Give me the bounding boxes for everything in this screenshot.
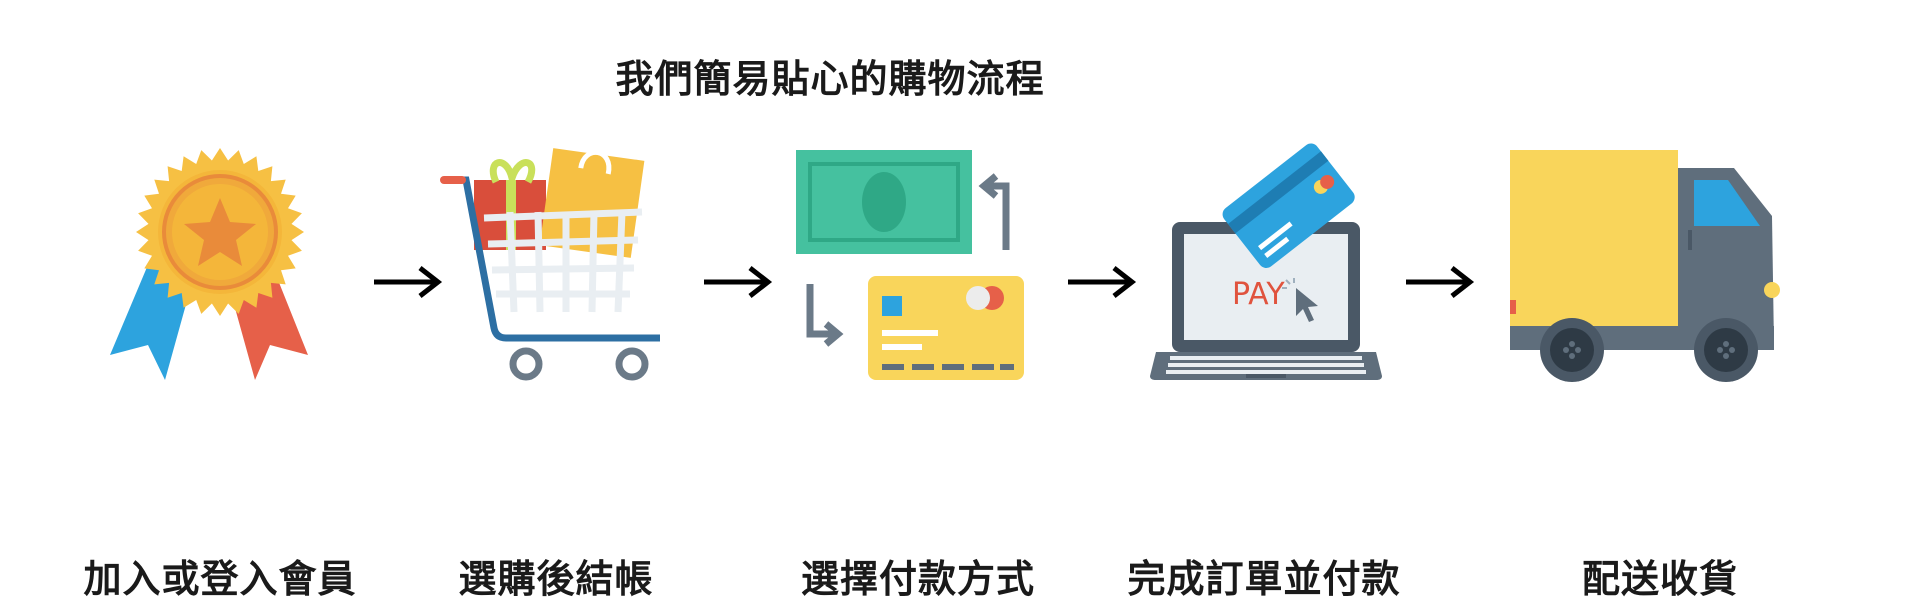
step-label: 配送收貨: [1581, 557, 1738, 601]
delivery-truck-icon: [1510, 150, 1780, 382]
step-join-member: 加入或登入會員: [83, 140, 410, 601]
step-label: 完成訂單並付款: [1127, 557, 1401, 601]
shopping-cart-icon: [440, 148, 660, 381]
arrow-right-icon: [1406, 266, 1475, 298]
page-title: 我們簡易貼心的購物流程: [615, 57, 1045, 101]
laptop-pay-icon: PAY: [1150, 143, 1382, 380]
arrow-right-icon: [374, 266, 443, 298]
pay-text: PAY: [1232, 277, 1285, 312]
payment-methods-icon: [796, 150, 1024, 380]
step-label: 選購後結帳: [458, 557, 654, 601]
step-label: 選擇付款方式: [800, 557, 1035, 601]
step-delivery: 配送收貨: [1510, 140, 1830, 601]
arrow-right-icon: [1068, 266, 1137, 298]
award-ribbon-icon: [110, 148, 308, 380]
step-label: 加入或登入會員: [83, 557, 357, 601]
arrow-right-icon: [704, 266, 773, 298]
